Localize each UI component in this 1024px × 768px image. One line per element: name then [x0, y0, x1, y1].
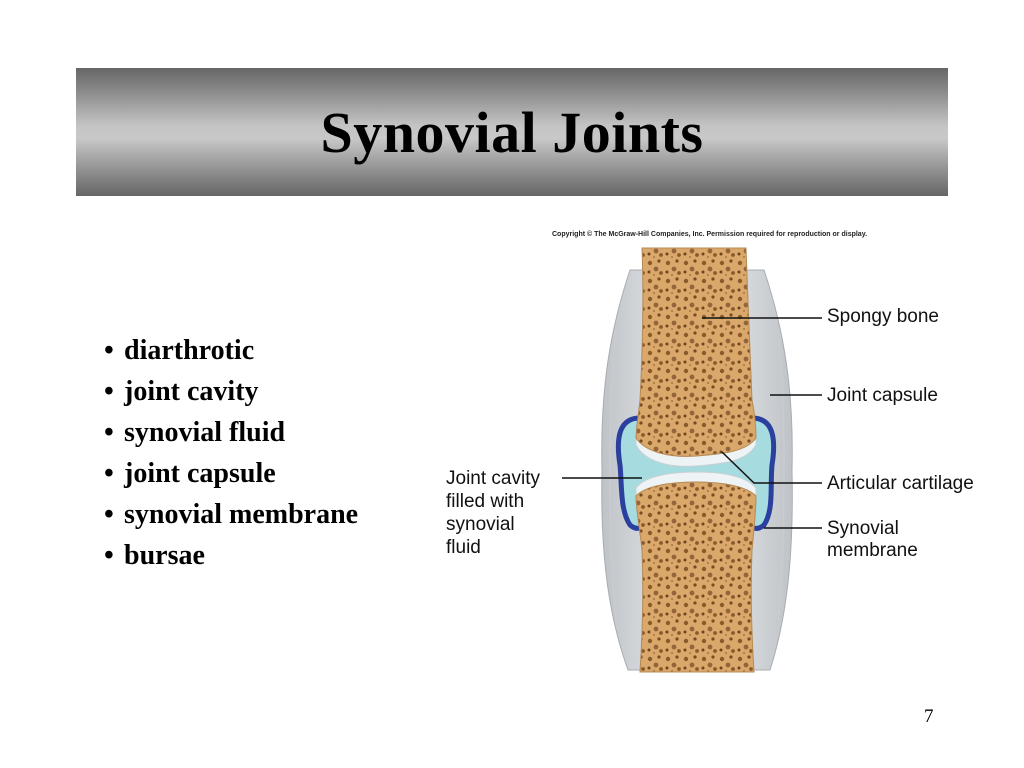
- slide-title: Synovial Joints: [320, 99, 704, 165]
- synovial-joint-diagram: Spongy bone Joint capsule Articular cart…: [430, 240, 1020, 680]
- bullet-text: diarthrotic: [124, 335, 255, 366]
- joint-illustration: [562, 247, 822, 673]
- bullet-glyph: •: [104, 335, 114, 366]
- label-joint-cavity-line4: fluid: [446, 537, 481, 558]
- label-joint-capsule: Joint capsule: [827, 385, 938, 406]
- bullet-item: • joint cavity: [104, 371, 358, 412]
- label-joint-cavity-line1: Joint cavity: [446, 468, 540, 489]
- bullet-glyph: •: [104, 540, 114, 571]
- label-spongy-bone: Spongy bone: [827, 306, 939, 327]
- upper-bone: [635, 247, 757, 457]
- label-synovial-membrane-line1: Synovial: [827, 518, 899, 539]
- title-bar: Synovial Joints: [76, 68, 948, 196]
- label-joint-cavity-line3: synovial: [446, 514, 515, 535]
- bullet-text: joint capsule: [124, 458, 276, 489]
- copyright-notice: Copyright © The McGraw-Hill Companies, I…: [552, 231, 868, 238]
- bullet-item: • joint capsule: [104, 453, 358, 494]
- bullet-glyph: •: [104, 499, 114, 530]
- lower-bone: [635, 481, 757, 673]
- bullet-list: • diarthrotic • joint cavity • synovial flu…: [104, 330, 358, 576]
- bullet-text: bursae: [124, 540, 205, 571]
- label-joint-cavity-line2: filled with: [446, 491, 525, 512]
- page-number: 7: [924, 706, 934, 727]
- bullet-item: • synovial membrane: [104, 494, 358, 535]
- bullet-item: • synovial fluid: [104, 412, 358, 453]
- bullet-text: synovial membrane: [124, 499, 359, 530]
- bullet-glyph: •: [104, 376, 114, 407]
- bullet-item: • bursae: [104, 535, 358, 576]
- bullet-item: • diarthrotic: [104, 330, 358, 371]
- bullet-glyph: •: [104, 417, 114, 448]
- bullet-text: joint cavity: [124, 376, 259, 407]
- bullet-text: synovial fluid: [124, 417, 286, 448]
- leader-articular-cartilage: [721, 451, 822, 484]
- label-synovial-membrane-line2: membrane: [827, 540, 918, 561]
- label-articular-cartilage: Articular cartilage: [827, 473, 974, 494]
- bullet-glyph: •: [104, 458, 114, 489]
